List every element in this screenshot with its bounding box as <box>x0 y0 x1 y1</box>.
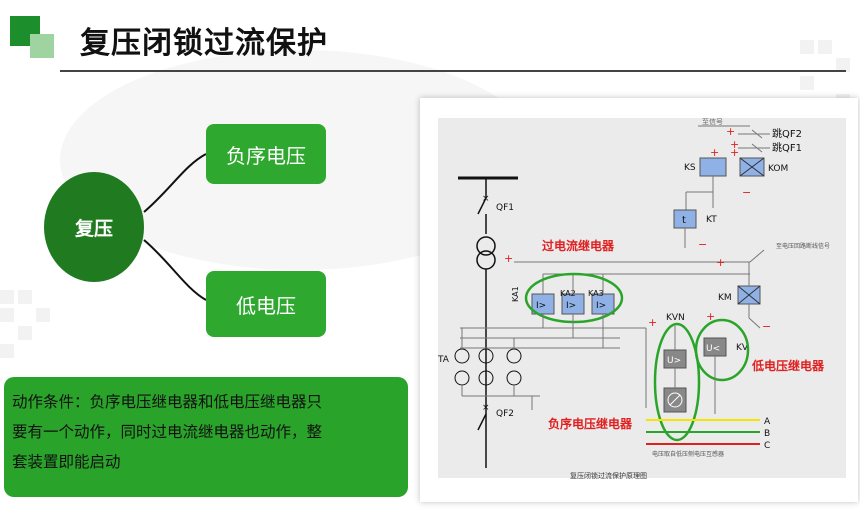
top-note-label: 至信号 <box>702 117 723 126</box>
svg-text:+: + <box>706 310 715 323</box>
vt-note: 电压取自低压侧电压互感器 <box>652 450 724 458</box>
title-divider <box>60 70 846 72</box>
ta-label: TA <box>437 355 450 365</box>
trip-qf2-label: 跳QF2 <box>772 127 802 140</box>
diagram-caption: 复压闭锁过流保护原理图 <box>570 471 647 480</box>
mindmap-center-node: 复压 <box>44 172 144 282</box>
page-title: 复压闭锁过流保护 <box>80 26 328 61</box>
svg-text:+: + <box>726 125 735 138</box>
kv-symbol: U< <box>706 344 720 354</box>
ka3-label: KA3 <box>588 289 604 298</box>
signal-note: 至电压回路断线信号 <box>776 242 830 250</box>
km-label: KM <box>718 293 732 303</box>
circuit-diagram-panel: 至信号 + + 跳QF2 跳QF1 KS KOM + + − t KT − × … <box>420 98 858 502</box>
svg-text:+: + <box>730 138 739 151</box>
phase-c-label: C <box>764 441 770 451</box>
phase-b-label: B <box>764 429 770 439</box>
kv-label: KV <box>736 343 749 353</box>
brand-logo <box>10 16 54 58</box>
ka2-label: KA2 <box>560 289 576 298</box>
ks-relay <box>699 157 727 177</box>
kom-label: KOM <box>768 164 788 174</box>
undervoltage-highlight <box>694 318 750 382</box>
phase-a-label: A <box>764 417 771 427</box>
condition-line-3: 套装置即能启动 <box>12 453 121 471</box>
ka2-symbol: I> <box>566 301 576 311</box>
kvn-label: KVN <box>666 313 685 323</box>
svg-text:×: × <box>482 194 490 204</box>
trip-qf1-label: 跳QF1 <box>772 141 802 154</box>
ka1-symbol: I> <box>536 301 546 311</box>
svg-text:−: − <box>742 186 751 199</box>
ka1-label: KA1 <box>511 286 520 302</box>
svg-text:+: + <box>648 316 657 329</box>
svg-text:×: × <box>482 403 490 413</box>
overcurrent-label: 过电流继电器 <box>542 238 615 253</box>
undervoltage-label: 低电压继电器 <box>751 358 825 373</box>
condition-line-2: 要有一个动作，同时过电流继电器也动作，整 <box>12 423 323 441</box>
mindmap-node-low-voltage: 低电压 <box>206 271 326 337</box>
svg-text:−: − <box>698 238 707 251</box>
ks-label: KS <box>684 163 696 173</box>
mindmap-node-negative-sequence: 负序电压 <box>206 124 326 184</box>
negative-sequence-label: 负序电压继电器 <box>548 416 633 431</box>
ka3-symbol: I> <box>596 301 606 311</box>
svg-text:+: + <box>710 146 719 159</box>
qf1-label: QF1 <box>496 203 514 213</box>
condition-line-1: 动作条件：负序电压继电器和低电压继电器只 <box>12 393 323 411</box>
kt-label: KT <box>706 215 717 225</box>
kt-symbol: t <box>682 215 686 226</box>
circuit-diagram: 至信号 + + 跳QF2 跳QF1 KS KOM + + − t KT − × … <box>437 117 846 480</box>
svg-text:−: − <box>762 320 771 333</box>
negative-sequence-highlight <box>653 322 701 442</box>
svg-text:+: + <box>504 252 513 265</box>
overcurrent-highlight <box>524 272 624 324</box>
svg-text:+: + <box>730 146 739 159</box>
condition-box: 动作条件：负序电压继电器和低电压继电器只 要有一个动作，同时过电流继电器也动作，… <box>4 377 408 497</box>
qf2-label: QF2 <box>496 409 514 419</box>
svg-text:+: + <box>716 256 725 269</box>
kvn-symbol: U> <box>667 356 681 366</box>
